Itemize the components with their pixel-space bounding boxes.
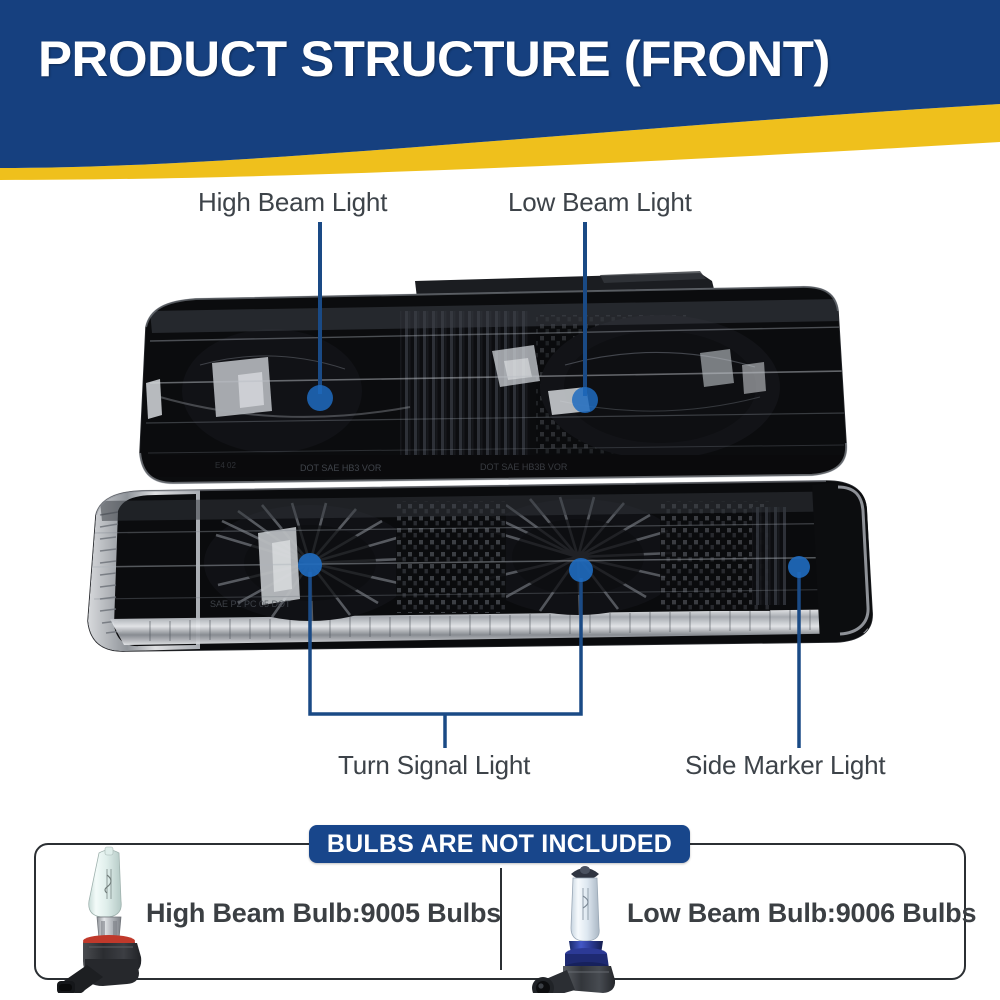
svg-text:DOT SAE HB3 VOR: DOT SAE HB3 VOR — [300, 463, 382, 473]
callout-label-turn-signal: Turn Signal Light — [338, 750, 531, 780]
header-banner: PRODUCT STRUCTURE (FRONT) — [0, 0, 1000, 180]
callout-label-side-marker: Side Marker Light — [685, 750, 886, 780]
lower-bumper-light-assembly: SAE P2 PC 05 DOT — [87, 480, 873, 652]
page-title: PRODUCT STRUCTURE (FRONT) — [38, 31, 830, 87]
header-shape — [0, 0, 1000, 180]
header-blue-field — [0, 0, 1000, 168]
callout-label-low-beam: Low Beam Light — [508, 187, 692, 217]
svg-text:DOT SAE HB3B VOR: DOT SAE HB3B VOR — [480, 462, 568, 472]
callout-dot-turn-signal-right — [569, 558, 593, 582]
bulb-label-high-beam: High Beam Bulb:9005 Bulbs — [146, 898, 502, 928]
upper-headlight-assembly: DOT SAE HB3 VOR DOT SAE HB3B VOR E4 02 — [138, 271, 848, 485]
halogen-bulb-9005-icon — [57, 846, 142, 993]
svg-text:E4 02: E4 02 — [215, 461, 236, 470]
halogen-bulb-9006-icon — [532, 866, 616, 993]
callout-line-low-beam — [572, 222, 598, 413]
callout-label-high-beam: High Beam Light — [198, 187, 388, 217]
svg-text:SAE P2 PC 05 DOT: SAE P2 PC 05 DOT — [210, 599, 291, 609]
bulbs-not-included-text: BULBS ARE NOT INCLUDED — [326, 829, 673, 858]
callout-line-turn-signal — [298, 553, 593, 748]
callout-dot-turn-signal-left — [298, 553, 322, 577]
callout-line-side-marker — [788, 556, 810, 748]
bulb-panel-divider — [500, 868, 502, 970]
bulb-label-low-beam: Low Beam Bulb:9006 Bulbs — [627, 898, 977, 928]
callout-dot-side-marker — [788, 556, 810, 578]
callout-line-high-beam — [307, 222, 333, 411]
callout-dot-low-beam — [572, 387, 598, 413]
callout-dot-high-beam — [307, 385, 333, 411]
header-yellow-stripe — [0, 104, 1000, 180]
bulbs-not-included-badge: BULBS ARE NOT INCLUDED — [309, 825, 690, 863]
